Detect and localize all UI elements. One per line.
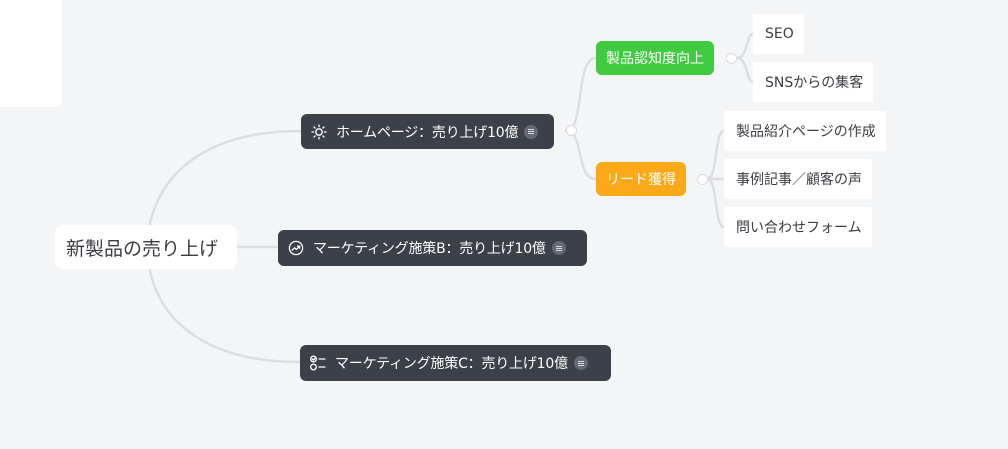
note-icon[interactable] xyxy=(551,241,566,255)
leaf-contact-form[interactable]: 問い合わせフォーム xyxy=(724,207,872,247)
side-panel xyxy=(0,0,62,107)
subtopic-lead[interactable]: リード獲得 xyxy=(596,162,686,196)
leaf-case-study[interactable]: 事例記事／顧客の声 xyxy=(724,159,872,199)
leaf-sns[interactable]: SNSからの集客 xyxy=(753,62,874,102)
connector-lead-product-page xyxy=(705,129,726,181)
leaf-seo-label: SEO xyxy=(765,26,794,42)
leaf-sns-label: SNSからの集客 xyxy=(765,75,864,91)
collapse-toggle-lead[interactable] xyxy=(697,174,708,185)
leaf-contact-form-label: 問い合わせフォーム xyxy=(736,220,862,236)
topic-marketing-c[interactable]: マーケティング施策C：売り上げ10億 xyxy=(300,345,611,381)
connector-homepage-awareness xyxy=(564,56,598,133)
checklist-icon xyxy=(309,354,327,372)
topic-marketing-b[interactable]: マーケティング施策B：売り上げ10億 xyxy=(278,230,587,266)
leaf-case-study-label: 事例記事／顧客の声 xyxy=(736,172,862,188)
topic-marketing-b-label: マーケティング施策B：売り上げ10億 xyxy=(313,241,546,257)
subtopic-lead-label: リード獲得 xyxy=(606,172,676,188)
note-icon[interactable] xyxy=(573,356,588,370)
connector-lead-form xyxy=(705,177,726,229)
subtopic-awareness-label: 製品認知度向上 xyxy=(606,51,704,67)
topic-marketing-c-label: マーケティング施策C：売り上げ10億 xyxy=(335,356,568,372)
connector-awareness-sns xyxy=(735,56,755,84)
leaf-seo[interactable]: SEO xyxy=(753,14,804,54)
connector-awareness-seo xyxy=(735,32,755,60)
subtopic-awareness[interactable]: 製品認知度向上 xyxy=(596,41,714,75)
topic-homepage-label: ホームページ：売り上げ10億 xyxy=(336,124,519,141)
root-topic-label: 新製品の売り上げ xyxy=(66,237,219,260)
topic-homepage[interactable]: ホームページ：売り上げ10億 xyxy=(301,114,554,149)
collapse-toggle-homepage[interactable] xyxy=(566,125,577,136)
note-icon[interactable] xyxy=(524,124,539,139)
trending-up-circle-icon xyxy=(287,239,305,257)
leaf-product-page[interactable]: 製品紹介ページの作成 xyxy=(724,111,886,151)
collapse-toggle-awareness[interactable] xyxy=(726,53,737,64)
leaf-product-page-label: 製品紹介ページの作成 xyxy=(736,124,876,140)
connector-homepage-lead xyxy=(564,129,598,181)
root-topic[interactable]: 新製品の売り上げ xyxy=(55,225,237,269)
lightbulb-icon xyxy=(310,123,328,141)
